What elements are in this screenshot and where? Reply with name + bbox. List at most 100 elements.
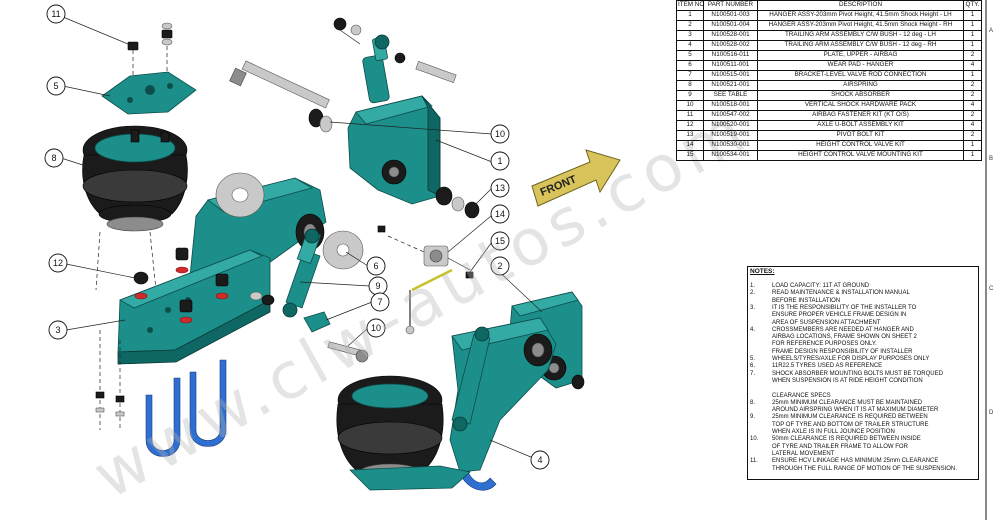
note-text: 25mm MINIMUM CLEARANCE MUST BE MAINTAINE…	[772, 399, 923, 406]
bom-part-number: N100515-001	[703, 70, 758, 81]
note-line: 3.IT IS THE RESPONSIBILITY OF THE INSTAL…	[750, 305, 976, 312]
balloon-14-label: 14	[495, 209, 505, 219]
balloon-2-label: 2	[497, 261, 502, 271]
bom-header-item: ITEM NO.	[676, 0, 704, 11]
balloon-15-label: 15	[495, 236, 505, 246]
bom-qty: 1	[963, 150, 982, 161]
bom-description: TRAILING ARM ASSEMBLY C/W BUSH - 12 deg …	[757, 40, 964, 51]
bom-item-no: 14	[676, 140, 704, 151]
note-text: WHEN SUSPENSION IS AT RIDE HEIGHT CONDIT…	[772, 377, 923, 384]
note-line: 6.11R22.5 TYRES USED AS REFERENCE	[750, 363, 976, 370]
bom-description: PLATE, UPPER - AIRBAG	[757, 50, 964, 61]
bom-qty: 1	[963, 20, 982, 31]
note-number: 1.	[750, 283, 756, 289]
balloon-7: 7	[370, 292, 390, 312]
bom-description: HANGER ASSY-203mm Pivot Height, 41.5mm S…	[757, 20, 964, 31]
note-line: CLEARANCE SPECS	[750, 393, 976, 400]
note-number: 6.	[750, 363, 756, 370]
bom-item-no: 9	[676, 90, 704, 101]
note-line: WHEN AXLE IS IN FULL JOUNCE POSITION	[750, 429, 976, 436]
balloon-10-top: 10	[490, 124, 510, 144]
note-text: SHOCK ABSORBER MOUNTING BOLTS MUST BE TO…	[772, 370, 943, 377]
frame-letter-a: A	[989, 28, 993, 34]
note-line: 10.50mm CLEARANCE IS REQUIRED BETWEEN IN…	[750, 436, 976, 443]
bom-item-no: 8	[676, 80, 704, 91]
shock-absorber-lh	[282, 228, 322, 318]
balloon-12-label: 12	[53, 258, 63, 268]
bom-header-qty: QTY.	[963, 0, 982, 11]
bom-description: PIVOT BOLT KIT	[757, 130, 964, 141]
bom-description: VERTICAL SHOCK HARDWARE PACK	[757, 100, 964, 111]
bom-description: HANGER ASSY-203mm Pivot Height, 41.5mm S…	[757, 10, 964, 21]
frame-letter-b: B	[989, 156, 993, 162]
bom-qty: 1	[963, 10, 982, 21]
note-text: FOR REFERENCE PURPOSES ONLY.	[772, 341, 877, 348]
balloon-7-label: 7	[377, 297, 382, 307]
balloon-8-label: 8	[51, 153, 56, 163]
note-number: 8.	[750, 399, 756, 406]
balloon-10-bottom: 10	[366, 318, 386, 338]
balloon-3-label: 3	[55, 325, 60, 335]
note-line: 1.LOAD CAPACITY: 11T AT GROUND	[750, 283, 976, 290]
bom-part-number: SEE TABLE	[703, 90, 758, 101]
shock-absorber-top	[333, 17, 457, 104]
balloon-8: 8	[44, 148, 64, 168]
airspring-lower-right	[336, 375, 497, 491]
bom-item-no: 5	[676, 50, 704, 61]
bom-item-no: 7	[676, 70, 704, 81]
note-text: WHEELS/TYRES/AXLE FOR DISPLAY PURPOSES O…	[772, 356, 930, 362]
bom-qty: 4	[963, 60, 982, 71]
balloon-4-label: 4	[537, 455, 542, 465]
bom-description: SHOCK ABSORBER	[757, 90, 964, 101]
note-line: 5. WHEELS/TYRES/AXLE FOR DISPLAY PURPOSES…	[750, 356, 976, 363]
balloon-9-label: 9	[375, 281, 380, 291]
bom-description: WEAR PAD - HANGER	[757, 60, 964, 71]
note-line: OF TYRE AND TRAILER FRAME TO ALLOW FOR	[750, 444, 976, 451]
note-number: 3.	[750, 304, 756, 311]
bom-part-number: N100518-001	[703, 100, 758, 111]
balloon-13: 13	[490, 178, 510, 198]
note-line: 7.SHOCK ABSORBER MOUNTING BOLTS MUST BE …	[750, 371, 976, 378]
note-line: AREA OF SUSPENSION ATTACHMENT	[750, 320, 976, 327]
note-line: 4. CROSSMEMBERS ARE NEEDED AT HANGER AND	[750, 327, 976, 334]
bom-item-no: 1	[676, 10, 704, 21]
balloon-2: 2	[490, 256, 510, 276]
note-line	[750, 385, 976, 392]
note-line: BEFORE INSTALLATION	[750, 298, 976, 305]
note-text: BEFORE INSTALLATION	[772, 297, 841, 304]
note-text: CLEARANCE SPECS	[772, 392, 831, 399]
balloon-11-label: 11	[51, 9, 60, 19]
bom-part-number: N100530-001	[703, 140, 758, 151]
note-number: 5.	[750, 356, 756, 362]
note-text: LATERAL MOVEMENT	[772, 450, 835, 457]
balloon-1-label: 1	[497, 156, 502, 166]
note-number: 11.	[750, 458, 758, 465]
note-number: 4.	[750, 326, 756, 333]
bom-part-number: N100511-001	[703, 60, 758, 71]
balloon-11: 11	[46, 4, 66, 24]
level-valve-bracket	[249, 291, 369, 363]
balloon-13-label: 13	[495, 183, 505, 193]
bom-part-number: N100528-001	[703, 30, 758, 41]
note-text: ENSURE PROPER VEHICLE FRAME DESIGN IN	[772, 312, 907, 319]
note-line: LATERAL MOVEMENT	[750, 451, 976, 458]
bom-item-no: 10	[676, 100, 704, 111]
bom-header-description: DESCRIPTION	[757, 0, 964, 11]
u-bolts-lh	[95, 247, 229, 457]
note-line: FOR REFERENCE PURPOSES ONLY.	[750, 341, 976, 348]
note-line: 11.ENSURE HCV LINKAGE HAS MINIMUM 25mm C…	[750, 458, 976, 465]
note-text: WHEN AXLE IS IN FULL JOUNCE POSITION	[772, 429, 895, 435]
note-line: TOP OF TYRE AND BOTTOM OF TRAILER STRUCT…	[750, 422, 976, 429]
bom-description: HEIGHT CONTROL VALVE MOUNTING KIT	[757, 150, 964, 161]
height-control-valve	[377, 225, 474, 335]
balloon-4: 4	[530, 450, 550, 470]
bom-item-no: 4	[676, 40, 704, 51]
note-text: CROSSMEMBERS ARE NEEDED AT HANGER AND	[772, 326, 914, 333]
